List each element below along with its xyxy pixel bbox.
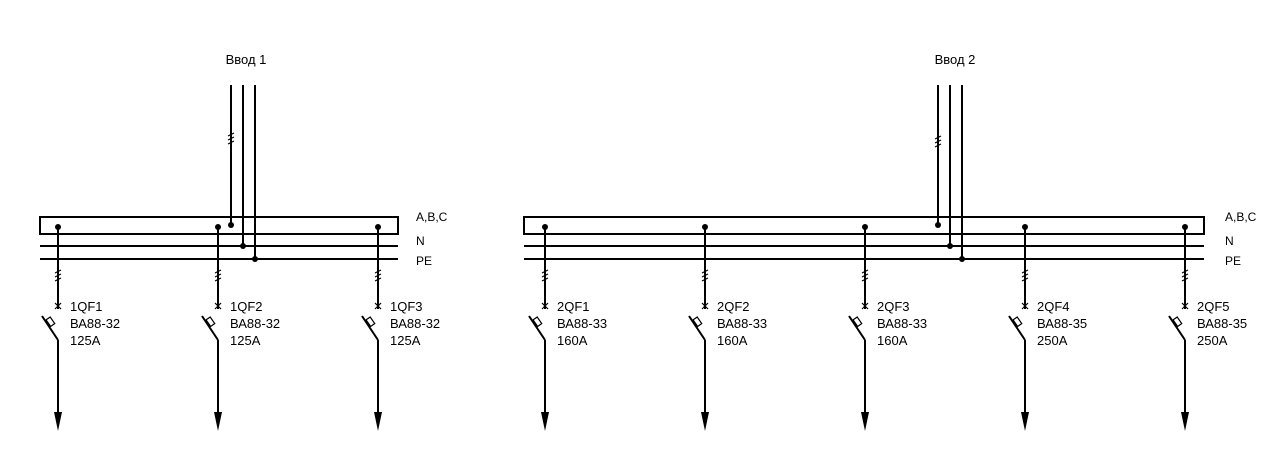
breaker-1QF3-rating-label: 125A (390, 333, 421, 348)
breaker-1QF2-phase-ticks (214, 269, 222, 282)
breaker-1QF1-release-mark (45, 316, 56, 328)
breaker-2QF5-contact-mark (1181, 302, 1189, 310)
input-2-phase-junction (935, 222, 941, 228)
breaker-2QF3-phase-ticks (861, 269, 869, 282)
breaker-2QF1-id-label: 2QF1 (557, 299, 590, 314)
breaker-2QF2-outgoing-arrow (701, 412, 709, 431)
input-1-title: Ввод 1 (226, 52, 267, 67)
breaker-2QF5-phase-ticks (1181, 269, 1189, 282)
breaker-2QF5-id-label: 2QF5 (1197, 299, 1230, 314)
input-1-bus-label-neutral: N (416, 234, 425, 248)
breaker-2QF1-outgoing-arrow (541, 412, 549, 431)
breaker-2QF3-release-mark (852, 316, 863, 328)
breaker-1QF3-id-label: 1QF3 (390, 299, 423, 314)
breaker-2QF4-release-mark (1012, 316, 1023, 328)
breaker-2QF5-outgoing-arrow (1181, 412, 1189, 431)
input-2-bus-label-pe: PE (1225, 254, 1241, 268)
input-1-phase-ticks (227, 132, 235, 145)
breaker-1QF2-release-mark (205, 316, 216, 328)
breaker-2QF5-rating-label: 250A (1197, 333, 1228, 348)
breaker-2QF2-rating-label: 160A (717, 333, 748, 348)
breaker-1QF1-outgoing-arrow (54, 412, 62, 431)
breaker-1QF2-outgoing-arrow (214, 412, 222, 431)
breaker-1QF1-contact-mark (54, 302, 62, 310)
breaker-2QF3-id-label: 2QF3 (877, 299, 910, 314)
breaker-2QF3-switch-blade (848, 315, 866, 341)
breaker-2QF3-model-label: ВА88-33 (877, 316, 927, 331)
breaker-2QF5-switch-blade (1168, 315, 1186, 341)
breaker-2QF2-switch-blade (688, 315, 706, 341)
breaker-2QF1-model-label: ВА88-33 (557, 316, 607, 331)
breaker-1QF2-contact-mark (214, 302, 222, 310)
breaker-2QF1-switch-blade (528, 315, 546, 341)
breaker-1QF1-rating-label: 125A (70, 333, 101, 348)
breaker-2QF2-phase-ticks (701, 269, 709, 282)
breaker-2QF4-rating-label: 250A (1037, 333, 1068, 348)
breaker-1QF2-id-label: 1QF2 (230, 299, 263, 314)
breaker-2QF4-phase-ticks (1021, 269, 1029, 282)
breaker-2QF2-contact-mark (701, 302, 709, 310)
breaker-2QF2-model-label: ВА88-33 (717, 316, 767, 331)
breaker-1QF1-phase-ticks (54, 269, 62, 282)
breaker-2QF5-release-mark (1172, 316, 1183, 328)
breaker-2QF1-release-mark (532, 316, 543, 328)
breaker-1QF3-contact-mark (374, 302, 382, 310)
breaker-1QF3-release-mark (365, 316, 376, 328)
breaker-2QF1-phase-ticks (541, 269, 549, 282)
breaker-2QF4-model-label: ВА88-35 (1037, 316, 1087, 331)
breaker-2QF1-rating-label: 160A (557, 333, 588, 348)
input-2-bus-label-neutral: N (1225, 234, 1234, 248)
breaker-1QF3-switch-blade (361, 315, 379, 341)
breaker-2QF4-contact-mark (1021, 302, 1029, 310)
breaker-2QF4-switch-blade (1008, 315, 1026, 341)
input-2-title: Ввод 2 (935, 52, 976, 67)
breaker-2QF4-id-label: 2QF4 (1037, 299, 1070, 314)
breaker-1QF2-rating-label: 125A (230, 333, 261, 348)
breaker-2QF2-id-label: 2QF2 (717, 299, 750, 314)
breaker-1QF3-phase-ticks (374, 269, 382, 282)
input-1-bus-label-pe: PE (416, 254, 432, 268)
breaker-1QF2-model-label: ВА88-32 (230, 316, 280, 331)
breaker-2QF3-rating-label: 160A (877, 333, 908, 348)
input-2-phase-ticks (934, 135, 942, 148)
input-2-bus-label-phases: A,B,C (1225, 210, 1257, 224)
input-1-phase-junction (228, 222, 234, 228)
breaker-1QF1-model-label: ВА88-32 (70, 316, 120, 331)
breaker-1QF1-switch-blade (41, 315, 59, 341)
breaker-2QF2-release-mark (692, 316, 703, 328)
breaker-1QF3-model-label: ВА88-32 (390, 316, 440, 331)
breaker-1QF3-outgoing-arrow (374, 412, 382, 431)
breaker-2QF5-model-label: ВА88-35 (1197, 316, 1247, 331)
breaker-1QF2-switch-blade (201, 315, 219, 341)
breaker-2QF4-outgoing-arrow (1021, 412, 1029, 431)
input-1-bus-label-phases: A,B,C (416, 210, 448, 224)
breaker-1QF1-id-label: 1QF1 (70, 299, 103, 314)
breaker-2QF3-contact-mark (861, 302, 869, 310)
breaker-2QF1-contact-mark (541, 302, 549, 310)
breaker-2QF3-outgoing-arrow (861, 412, 869, 431)
